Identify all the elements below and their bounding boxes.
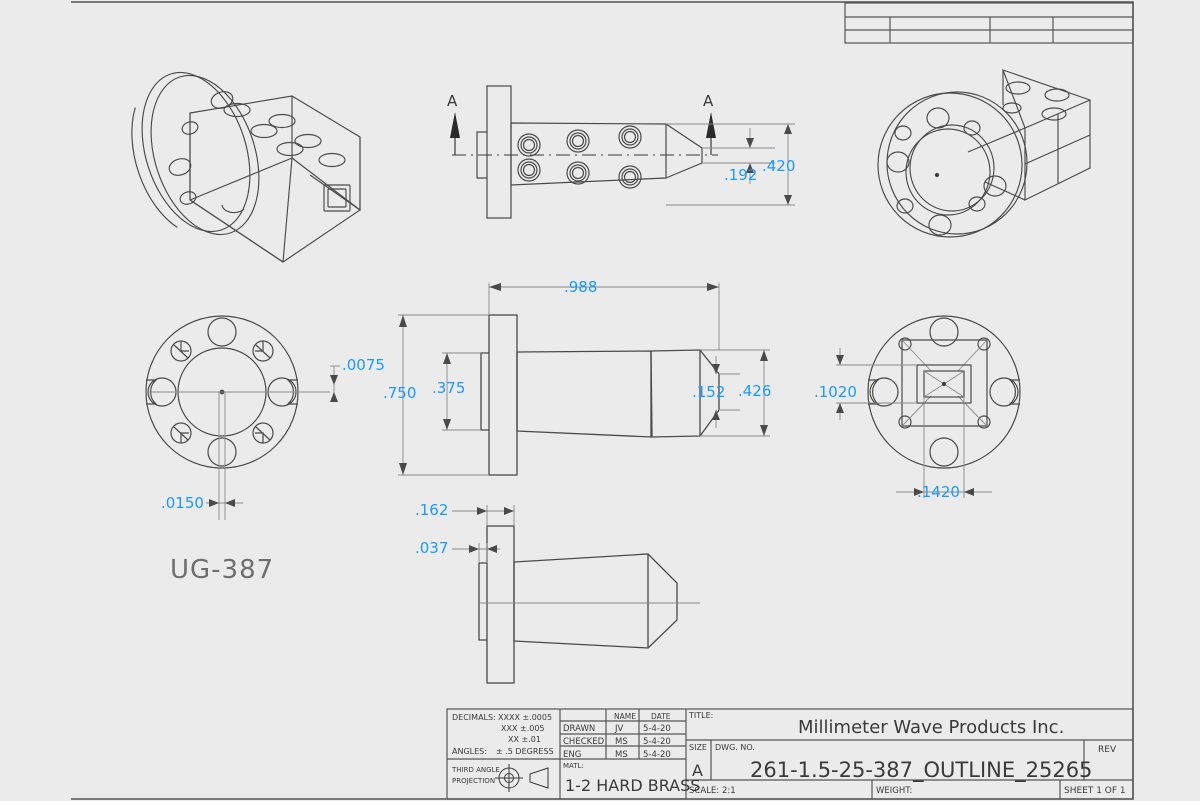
approvals-name-drawn: JV <box>614 724 624 734</box>
title-block-text: DECIMALS: XXXX ±.0005 XXX ±.005 XX ±.01 … <box>451 711 1126 796</box>
dim-label-152: .152 <box>692 383 725 401</box>
section-label-left: A <box>447 92 458 110</box>
dim-162 <box>452 505 515 526</box>
title-label: TITLE: <box>688 711 713 720</box>
revision-table <box>844 2 1134 44</box>
approvals-header-date: DATE <box>651 712 671 721</box>
approvals-name-checked: MS <box>615 737 628 747</box>
dim-label-750: .750 <box>383 384 416 402</box>
dim-0075 <box>330 365 340 402</box>
decimals-value-2: XX ±.01 <box>508 735 541 744</box>
dim-420 <box>666 123 795 206</box>
flange-center-lines <box>146 391 330 520</box>
dim-1420 <box>896 397 992 498</box>
approvals-name-eng: MS <box>615 750 628 760</box>
dim-label-037: .037 <box>415 539 448 557</box>
isometric-view-front <box>131 71 361 263</box>
dim-988 <box>488 283 720 350</box>
dim-375 <box>442 352 481 431</box>
dim-0150 <box>206 499 243 507</box>
approvals-header-name: NAME <box>614 712 636 721</box>
part-label: UG-387 <box>170 555 274 585</box>
title-block <box>446 708 1134 800</box>
material-value: 1-2 HARD BRASS <box>565 776 700 795</box>
approvals-date-checked: 5-4-20 <box>643 737 671 747</box>
section-profile-view <box>480 314 720 476</box>
section-label-right: A <box>703 92 714 110</box>
dim-label-1020: .1020 <box>814 383 857 401</box>
company-name: Millimeter Wave Products Inc. <box>798 717 1064 738</box>
projection-label-line2: PROJECTION <box>452 777 495 785</box>
dim-label-988: .988 <box>564 278 597 296</box>
dim-192 <box>702 128 775 184</box>
scale-label: SCALE: <box>689 786 719 796</box>
dim-label-375: .375 <box>432 379 465 397</box>
dim-label-420: .420 <box>762 157 795 175</box>
decimals-value-0: XXXX ±.0005 <box>498 713 552 722</box>
approvals-role-checked: CHECKED <box>563 737 605 747</box>
size-value: A <box>692 761 703 780</box>
section-marker-left: A <box>447 92 460 155</box>
dim-label-426: .426 <box>738 382 771 400</box>
dim-1020 <box>836 348 917 420</box>
third-angle-projection-icon <box>495 764 549 792</box>
decimals-value-1: XXX ±.005 <box>501 724 545 733</box>
isometric-view-rear <box>877 69 1091 238</box>
dim-037 <box>452 543 500 563</box>
dwg-no-label: DWG. NO. <box>715 743 755 752</box>
top-side-view <box>452 85 718 219</box>
angles-label: ANGLES: <box>452 747 487 756</box>
sheet-label: SHEET 1 OF 1 <box>1064 786 1126 796</box>
approvals-date-drawn: 5-4-20 <box>643 724 671 734</box>
material-label: MATL: <box>563 762 584 770</box>
section-marker-right: A <box>703 92 716 155</box>
angles-value: ± .5 DEGRESS <box>496 747 554 756</box>
bottom-side-view <box>478 525 700 684</box>
dim-label-192: .192 <box>724 166 757 184</box>
dim-label-1420: .1420 <box>917 483 960 501</box>
dim-152 <box>712 356 740 428</box>
size-label: SIZE <box>689 743 707 752</box>
scale-value: 2:1 <box>722 786 736 796</box>
dim-label-162: .162 <box>415 501 448 519</box>
rear-flange-view <box>867 315 1021 469</box>
approvals-date-eng: 5-4-20 <box>643 750 671 760</box>
approvals-role-eng: ENG <box>563 750 581 760</box>
rev-label: REV <box>1098 745 1117 755</box>
dim-label-0075: .0075 <box>342 356 385 374</box>
dim-label-0150: .0150 <box>161 494 204 512</box>
dim-426 <box>700 349 770 437</box>
projection-label-line1: THIRD ANGLE <box>451 766 500 774</box>
decimals-label: DECIMALS: <box>452 713 496 722</box>
approvals-role-drawn: DRAWN <box>563 724 595 734</box>
weight-label: WEIGHT: <box>876 786 912 796</box>
dim-750 <box>398 314 489 476</box>
dwg-no-value: 261-1.5-25-387_OUTLINE_25265 <box>750 758 1092 783</box>
